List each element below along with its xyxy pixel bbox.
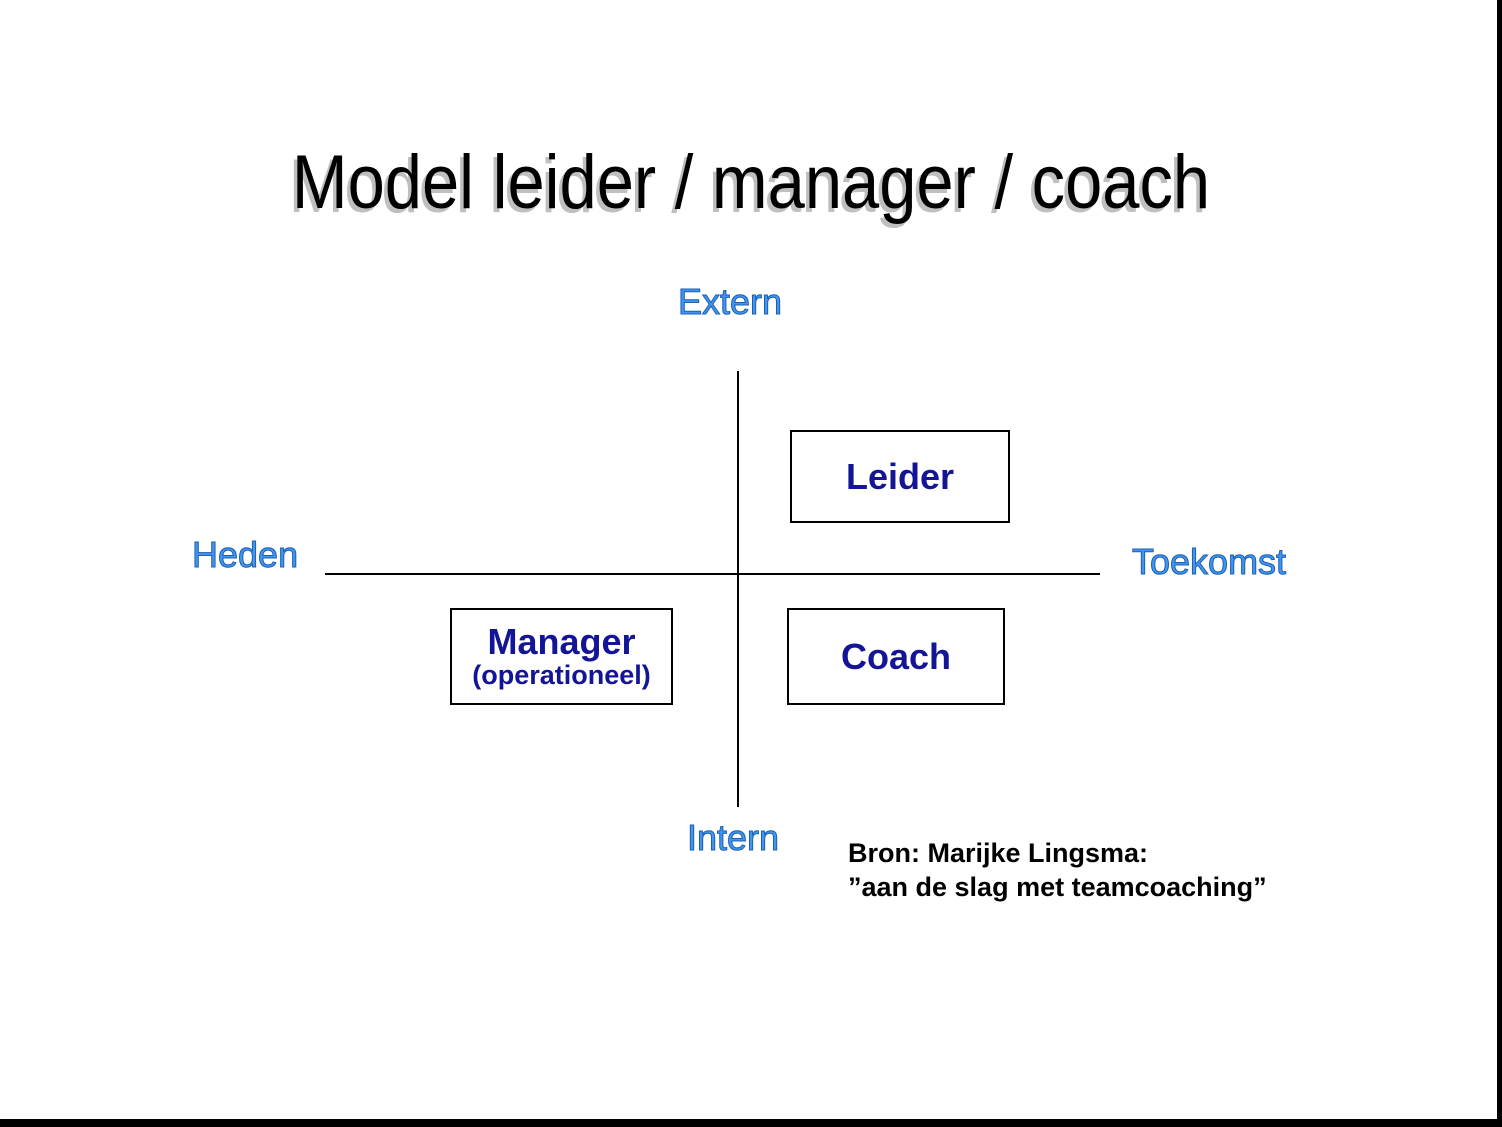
source-note-line2: ”aan de slag met teamcoaching” (848, 872, 1267, 902)
manager-box-sublabel: (operationeel) (472, 660, 651, 691)
scan-edge-bottom (0, 1119, 1502, 1127)
manager-box: Manager (operationeel) (450, 608, 673, 705)
vertical-axis-line (737, 371, 739, 807)
leider-box: Leider (790, 430, 1010, 523)
page-title: Model leider / manager / coach (291, 140, 1211, 225)
axis-label-extern: Extern (677, 281, 783, 322)
axis-label-toekomst: Toekomst (1131, 541, 1287, 582)
scan-edge-right (1497, 0, 1502, 1127)
axis-label-heden: Heden (191, 534, 299, 575)
horizontal-axis-line (325, 573, 1100, 575)
source-note-line1: Bron: Marijke Lingsma: (848, 838, 1149, 868)
leider-box-label: Leider (845, 455, 955, 497)
source-note: Bron: Marijke Lingsma: ”aan de slag met … (848, 836, 1267, 904)
coach-box-label: Coach (840, 635, 952, 677)
manager-box-label: Manager (487, 620, 636, 662)
axis-label-intern: Intern (686, 817, 780, 858)
coach-box: Coach (787, 608, 1005, 705)
